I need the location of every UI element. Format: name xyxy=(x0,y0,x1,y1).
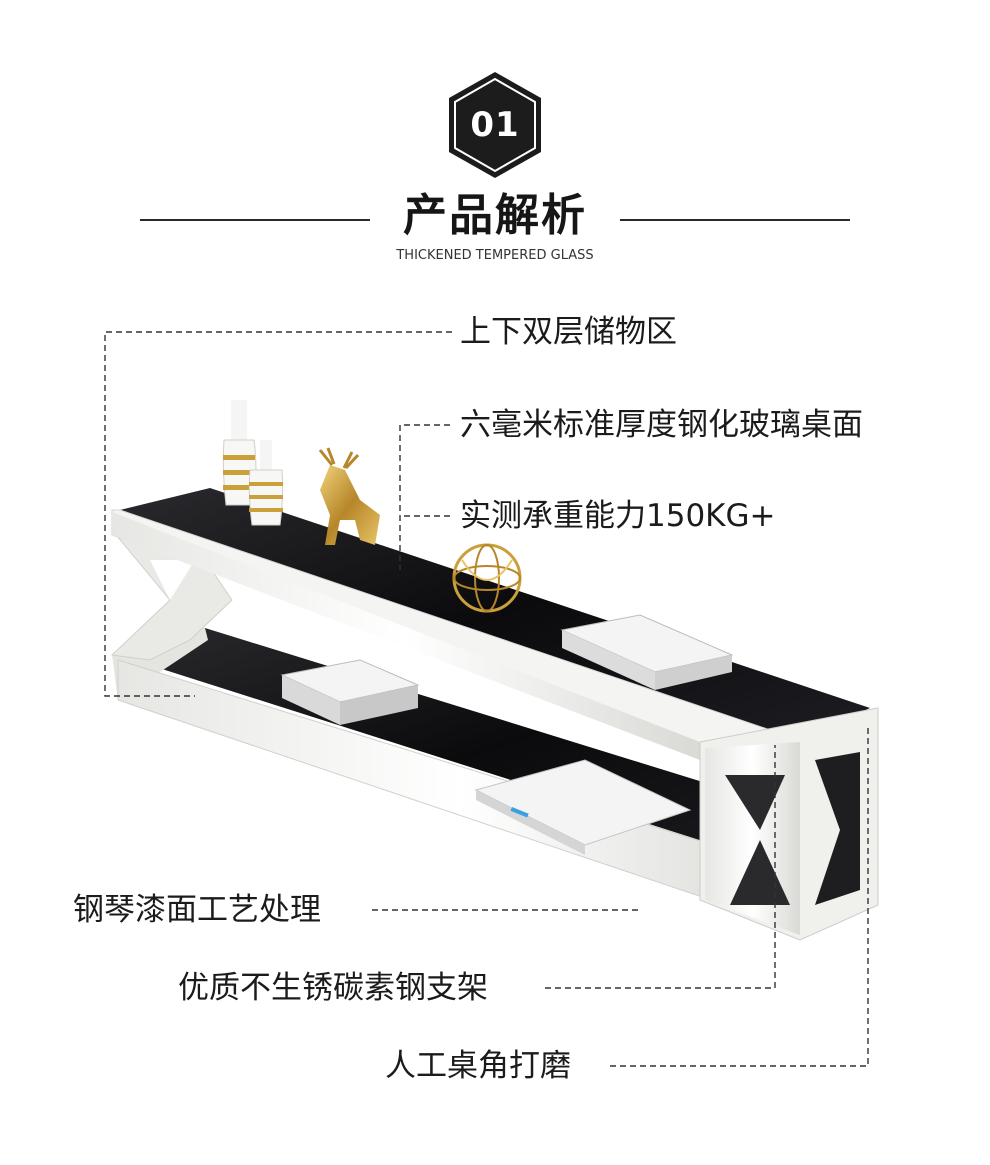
callout-glass-thickness: 六毫米标准厚度钢化玻璃桌面 xyxy=(460,407,863,443)
gold-deer-sculpture xyxy=(318,447,380,545)
callout-piano-paint: 钢琴漆面工艺处理 xyxy=(73,892,321,928)
section-subtitle: THICKENED TEMPERED GLASS xyxy=(396,248,594,263)
leader-glass xyxy=(399,424,450,570)
upper-front-rail xyxy=(112,512,700,760)
callout-load-capacity: 实测承重能力150KG+ xyxy=(460,498,776,534)
title-rule-right xyxy=(620,219,850,221)
leader-lines xyxy=(104,331,869,1067)
books-upper xyxy=(560,614,734,690)
white-laptop xyxy=(474,759,692,855)
callout-steel-bracket: 优质不生锈碳素钢支架 xyxy=(178,970,488,1006)
vase-short xyxy=(248,440,284,526)
callout-storage: 上下双层储物区 xyxy=(460,314,677,350)
right-x-side-cutout xyxy=(815,752,860,905)
right-x-cutout-top xyxy=(725,775,785,830)
gold-wire-sphere xyxy=(452,543,522,613)
right-x-cutout-bottom xyxy=(730,840,790,905)
callout-corner-polish: 人工桌角打磨 xyxy=(385,1048,571,1084)
books-lower xyxy=(280,659,420,725)
title-rule-left xyxy=(140,219,370,221)
left-x-leg-inner xyxy=(150,560,195,600)
leader-storage xyxy=(104,331,452,697)
leader-corner xyxy=(610,728,869,1067)
section-title: 产品解析 xyxy=(403,190,587,241)
hexagon-badge-icon xyxy=(449,72,541,178)
leader-bracket xyxy=(545,745,776,989)
section-number: 01 xyxy=(470,105,520,145)
